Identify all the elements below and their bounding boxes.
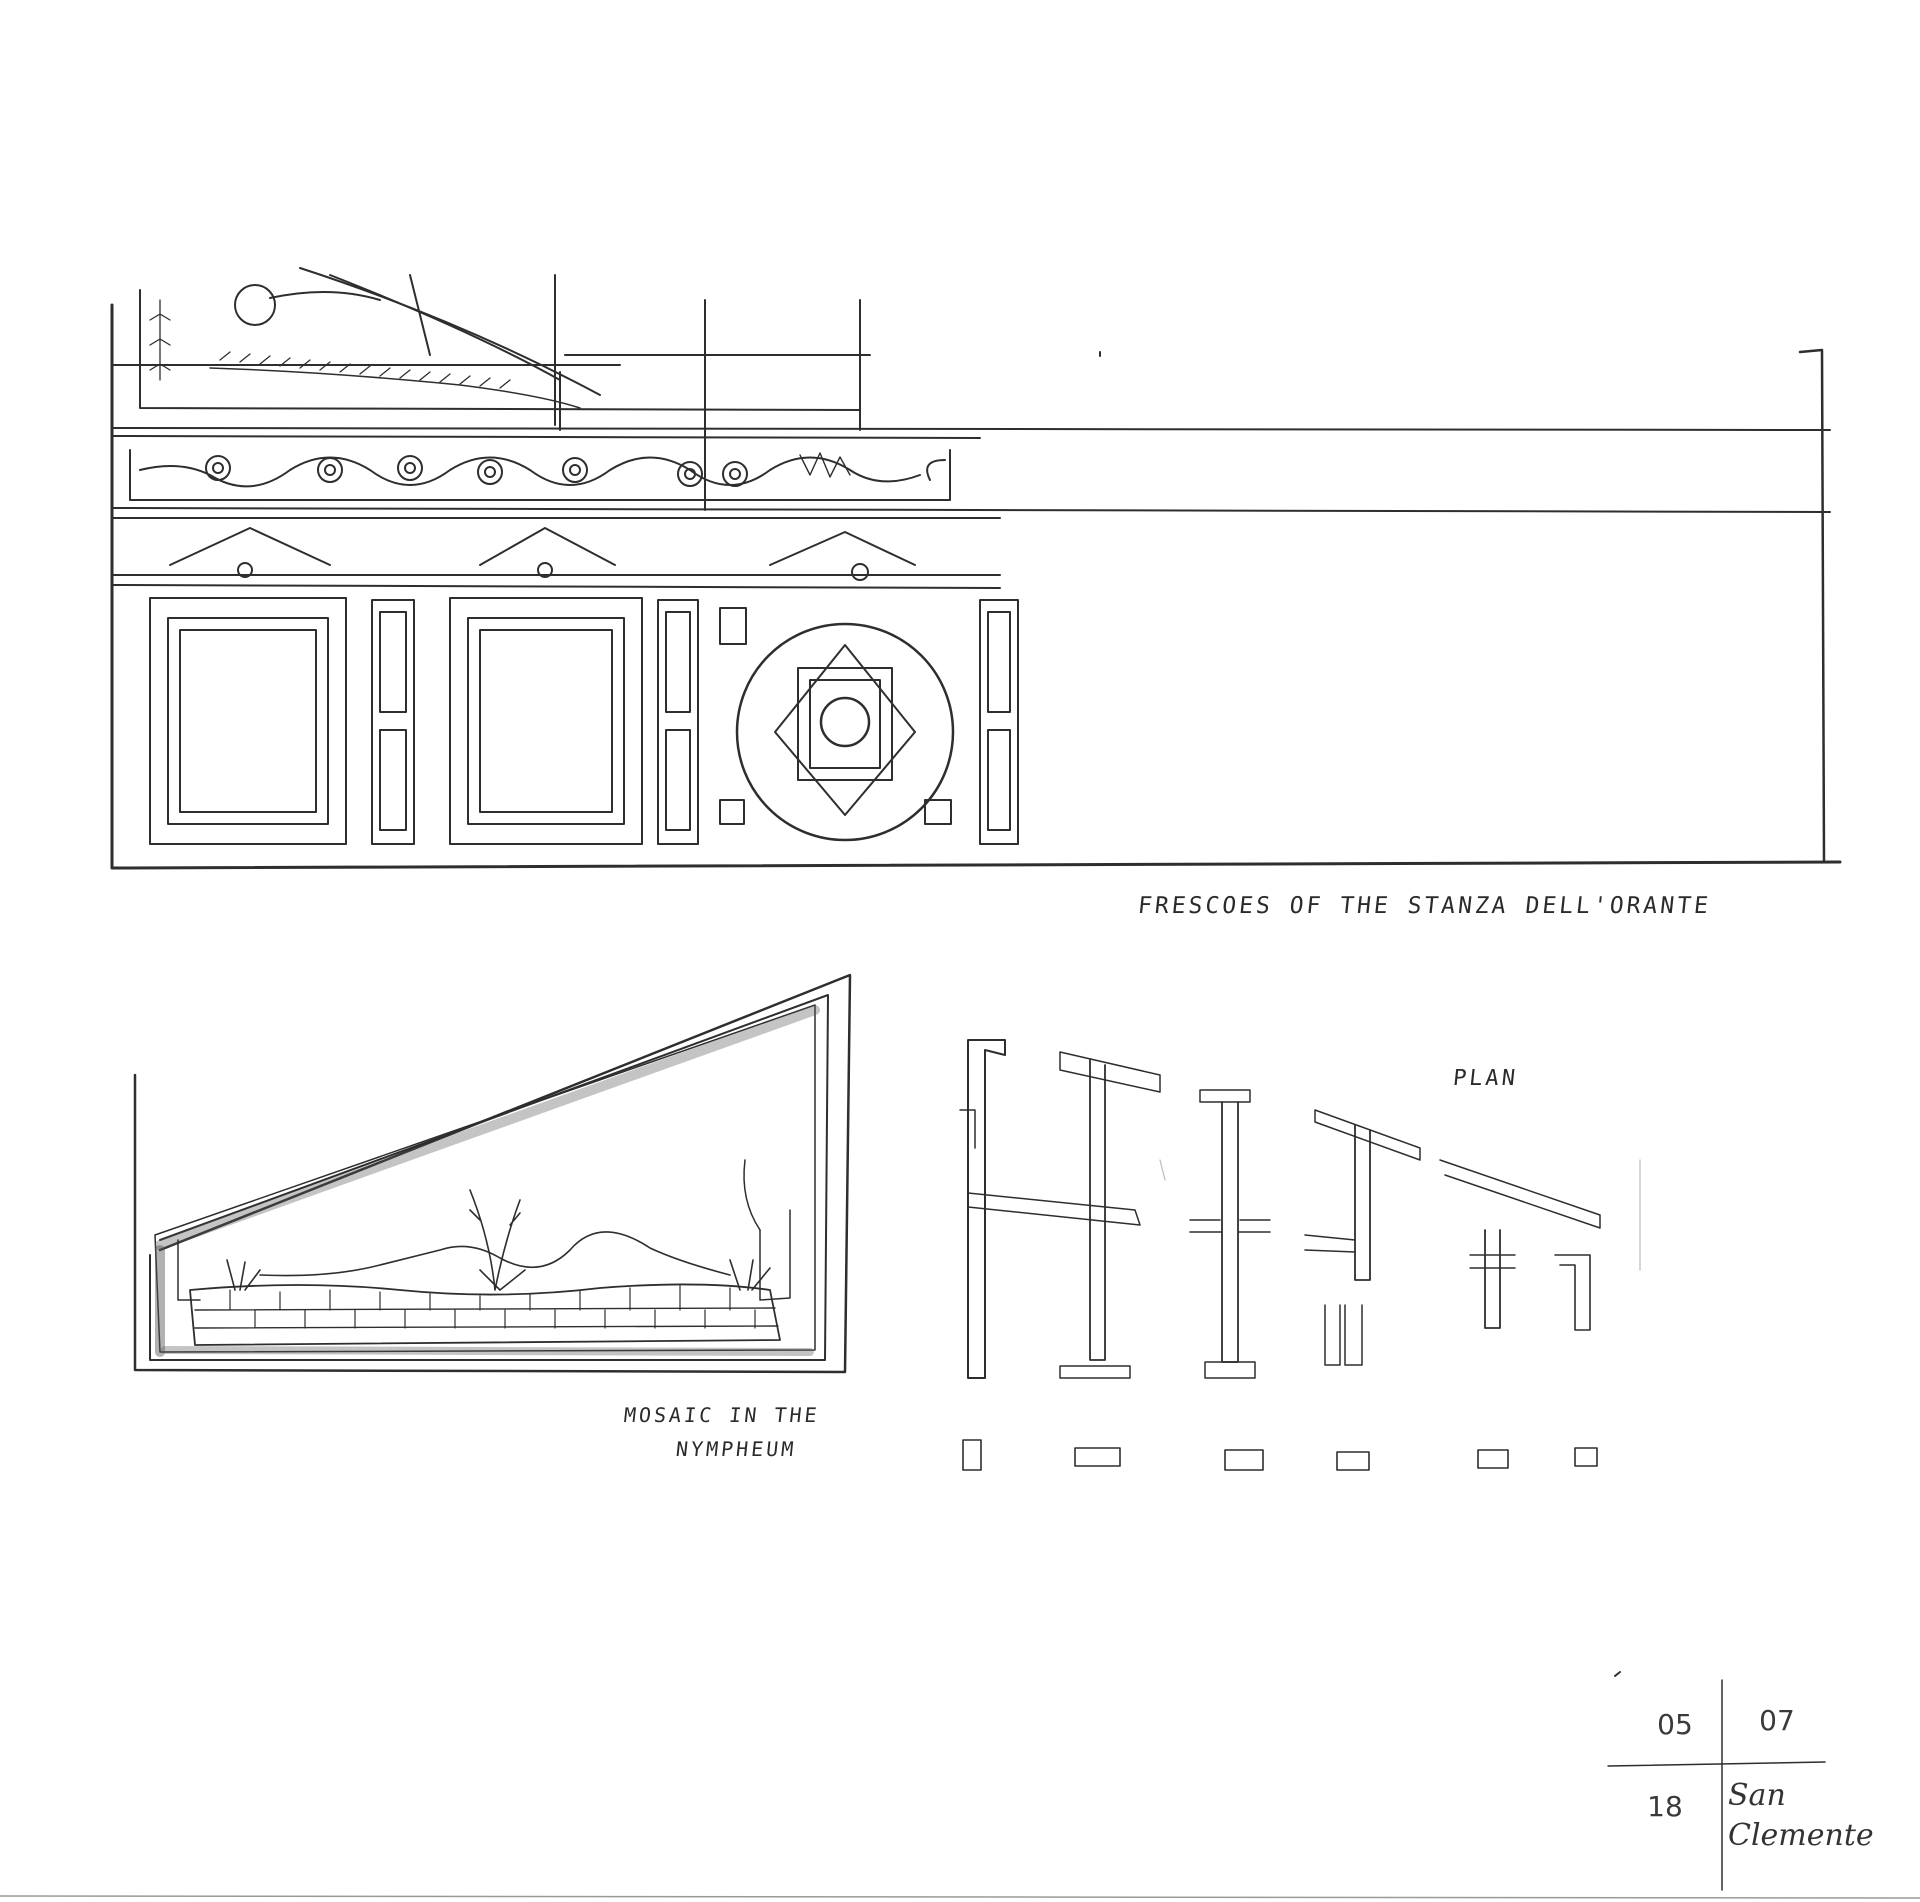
title-block-location-line1: San (1728, 1778, 1786, 1813)
plan-sketch (959, 1039, 1641, 1471)
mosaic-sketch (133, 973, 852, 1374)
frescoes-caption: FRESCOES OF THE STANZA DELL'ORANTE (1136, 893, 1713, 919)
mosaic-caption-line1: MOSAIC IN THE (622, 1403, 821, 1427)
title-block-top-right: 07 (1759, 1704, 1795, 1737)
title-block-lines (1607, 1671, 1826, 1891)
title-block-top-left: 05 (1657, 1708, 1693, 1741)
plan-caption: PLAN (1451, 1066, 1520, 1091)
title-block-bottom-left: 18 (1647, 1790, 1683, 1823)
fresco-sketch (110, 267, 1842, 870)
title-block-location-line2: Clemente (1728, 1818, 1874, 1853)
mosaic-caption-line2: NYMPHEUM (674, 1437, 798, 1461)
